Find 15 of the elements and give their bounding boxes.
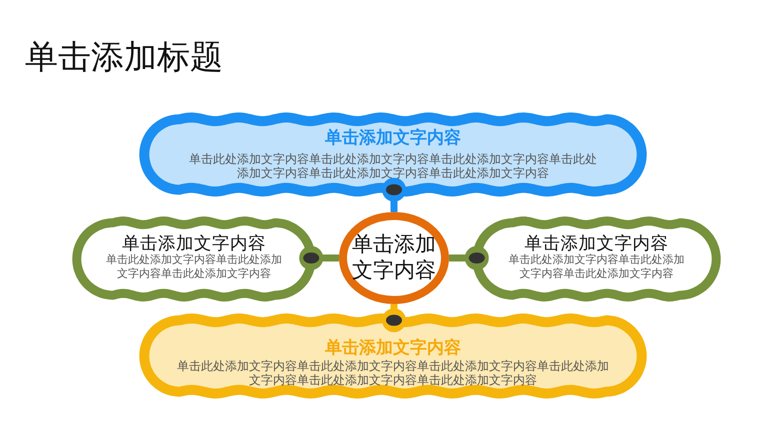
box-heading: 单击添加文字内容	[325, 338, 461, 358]
circle-text: 单击添加文字内容	[351, 232, 437, 284]
box-text: 单击此处添加文字内容单击此处添加文字内容单击此处添加文字内容单击此处添加文字内容单击此处添加文字内容单击此处添加文字内容	[176, 359, 610, 387]
connector-line	[382, 178, 406, 212]
wavy-box	[137, 112, 649, 197]
box-heading: 单击添加文字内容	[524, 234, 668, 253]
box-heading: 单击添加文字内容	[325, 128, 461, 148]
box-text: 单击此处添加文字内容单击此处添加文字内容单击此处添加文字内容	[105, 253, 283, 281]
box-text: 单击此处添加文字内容单击此处添加文字内容单击此处添加文字内容	[508, 253, 686, 281]
box-heading: 单击添加文字内容	[122, 234, 266, 253]
center-circle	[339, 212, 449, 304]
slide-title: 单击添加标题	[25, 39, 223, 78]
box-text: 单击此处添加文字内容单击此处添加文字内容单击此处添加文字内容单击此处添加文字内容单击此处添加文字内容单击此处添加文字内容	[188, 152, 598, 180]
wavy-box	[137, 313, 649, 399]
connector-line	[382, 304, 406, 332]
